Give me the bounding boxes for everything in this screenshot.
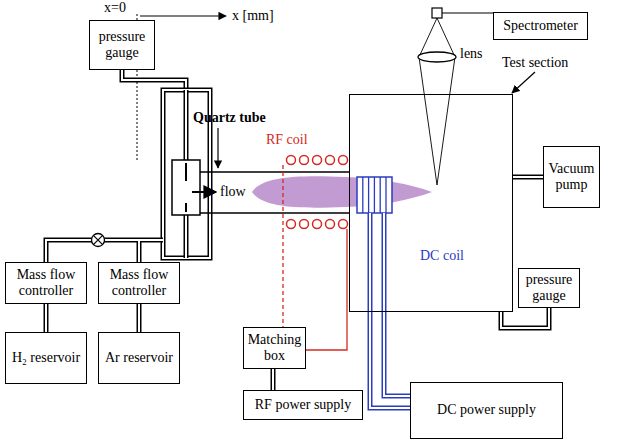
pipe-connector <box>46 304 47 332</box>
gas-pipe <box>46 240 163 262</box>
part-label: Quartz tube <box>193 110 266 126</box>
pipe-connector <box>273 369 274 390</box>
rf-coil-turn <box>326 220 335 229</box>
gauge-box: pressure gauge <box>89 20 155 70</box>
reservoir-box: Ar reservoir <box>98 332 180 384</box>
pipe-connector <box>272 369 274 390</box>
gauge-pipe <box>122 70 186 90</box>
node-label: Mass flow controller <box>10 267 82 299</box>
pipe-connector <box>501 308 549 328</box>
dc-coil <box>363 177 386 213</box>
part-label: lens <box>460 46 483 62</box>
pipe-connector <box>513 175 543 180</box>
rf-coil-turn <box>326 156 335 165</box>
dc-coil-turn <box>385 177 386 213</box>
leader-line <box>512 72 535 93</box>
dc-coil-turn <box>368 177 369 213</box>
rf-coil-turn <box>300 220 309 229</box>
rf-lead <box>282 165 283 327</box>
node-label: pressure gauge <box>94 29 150 61</box>
flow-arrow <box>186 163 216 212</box>
rf-coil-turn <box>300 156 309 165</box>
gauge-pipe <box>122 70 186 90</box>
instrument-box: Spectrometer <box>493 12 588 40</box>
part-label: RF coil <box>266 132 308 148</box>
gauge-box: pressure gauge <box>518 268 580 308</box>
node-label: Spectrometer <box>503 18 578 34</box>
node-label: RF power supply <box>255 397 351 413</box>
part-label: x=0 <box>104 0 126 16</box>
dc-coil <box>357 177 392 213</box>
fiber-line <box>442 12 493 13</box>
node-label: H₂ reservoir <box>12 350 80 366</box>
rf-coil-turn <box>287 220 296 229</box>
pipe-connector <box>45 304 47 332</box>
controller-box: Mass flow controller <box>5 262 87 304</box>
rf-coil-turn <box>313 220 322 229</box>
plasma-plume <box>252 176 432 208</box>
light-cone <box>419 18 455 185</box>
pipe-connector <box>44 304 49 332</box>
lens-symbol <box>418 52 456 62</box>
dc-coil-turn <box>362 177 363 213</box>
node-label: pressure gauge <box>523 272 575 304</box>
axis-arrow <box>140 15 226 16</box>
pipe-connector <box>137 304 142 332</box>
rf-coil-turn <box>287 156 296 165</box>
dc-coil-turn <box>374 177 375 213</box>
rf-coil-turn <box>339 220 348 229</box>
pipe-connector <box>501 308 549 328</box>
leader-line <box>217 128 218 168</box>
valve-symbol <box>92 234 105 247</box>
detector-head <box>432 8 442 18</box>
rf-coil-turn <box>339 156 348 165</box>
dc-lead <box>370 213 410 408</box>
rf-coil <box>287 156 348 229</box>
pipe-connector <box>271 369 276 390</box>
node-label: Vacuum pump <box>548 161 595 193</box>
pipe-connector <box>139 304 140 332</box>
part-label: x [mm] <box>232 8 274 24</box>
valve-symbol <box>93 235 102 244</box>
valve-symbol <box>92 234 105 247</box>
power-supply-box: RF power supply <box>243 390 363 420</box>
pipe-connector <box>501 308 549 328</box>
part-label: DC coil <box>420 248 464 264</box>
pipe-connector <box>513 176 543 178</box>
power-supply-box: DC power supply <box>410 382 563 439</box>
reservoir-box: H₂ reservoir <box>5 332 87 384</box>
dc-lead <box>370 213 410 408</box>
part-label: flow <box>220 184 246 200</box>
pipe-connector <box>513 177 543 178</box>
rf-lead <box>306 229 347 350</box>
pump-box: Vacuum pump <box>543 146 600 208</box>
chamber-box: Test section <box>349 94 513 312</box>
pipe-connector <box>138 304 140 332</box>
node-label: Ar reservoir <box>105 350 173 366</box>
node-label: DC power supply <box>437 402 536 418</box>
node-label: Mass flow controller <box>103 267 175 299</box>
node-label: Matching box <box>248 332 302 364</box>
gas-pipe <box>46 240 163 262</box>
node-label: Test section <box>502 55 568 71</box>
dc-coil-turn <box>380 177 381 213</box>
matching-box: Matching box <box>243 327 306 369</box>
controller-box: Mass flow controller <box>98 262 180 304</box>
rf-coil-turn <box>313 156 322 165</box>
